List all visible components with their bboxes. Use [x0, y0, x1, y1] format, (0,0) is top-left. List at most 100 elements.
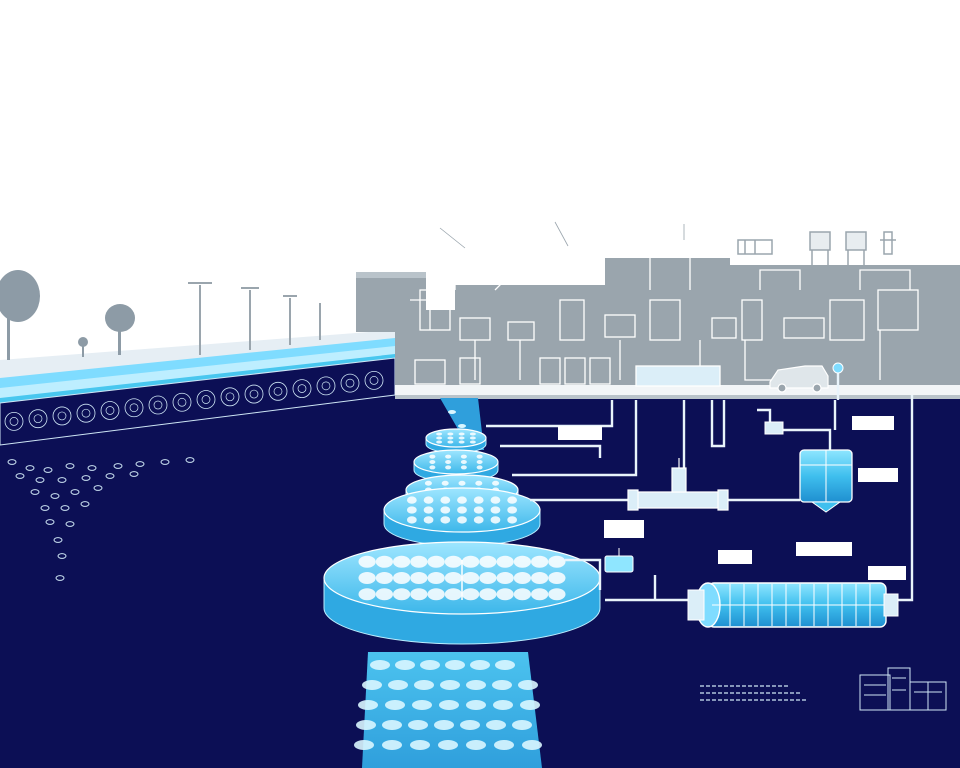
stream-bubble	[414, 680, 434, 690]
stream-bubble	[439, 700, 459, 710]
media-pellet	[531, 555, 549, 568]
soil-swirl	[81, 408, 91, 418]
equipment-box	[741, 299, 763, 341]
media-pellet	[424, 480, 432, 486]
media-pellet	[507, 516, 518, 524]
stream-bubble	[354, 740, 374, 750]
media-pellet	[462, 572, 480, 584]
media-pellet	[462, 555, 480, 568]
media-pellet	[436, 432, 443, 436]
equipment-box	[459, 357, 481, 385]
stream-bubble	[410, 740, 430, 750]
soil-swirl	[364, 370, 384, 390]
soil-swirl	[28, 409, 48, 429]
plant-pipe	[600, 244, 651, 290]
building-icon	[356, 272, 426, 332]
water-drop	[15, 473, 25, 479]
plant-pipe	[410, 299, 431, 330]
stream-bubble	[356, 720, 376, 730]
media-pellet	[458, 436, 465, 440]
media-pellet	[460, 465, 467, 470]
media-pellet	[441, 480, 449, 486]
soil-swirl	[340, 373, 360, 393]
media-pellet	[457, 506, 467, 514]
media-pellet	[427, 588, 445, 601]
media-pellet	[548, 572, 566, 584]
soil-swirl	[268, 381, 288, 401]
water-drop	[113, 463, 123, 469]
label-box-cylinder-1	[718, 550, 752, 564]
media-pellet	[445, 460, 452, 464]
soil-swirl	[177, 397, 187, 407]
water-drop	[60, 505, 70, 511]
stream-bubble	[466, 680, 486, 690]
media-pellet	[457, 516, 467, 524]
stream-bubble	[388, 680, 408, 690]
soil-swirl	[220, 387, 240, 407]
soil-swirl	[345, 378, 355, 388]
media-pellet	[427, 572, 445, 584]
surface-landscape	[0, 330, 396, 581]
media-pellet	[473, 506, 484, 514]
equipment-box	[539, 357, 561, 385]
water-drop	[185, 457, 195, 463]
soil-swirl	[172, 392, 192, 412]
stream-bubble	[448, 410, 456, 414]
soil-swirl	[129, 403, 139, 413]
stream-bubble	[522, 740, 542, 750]
valve-icon	[604, 548, 634, 573]
stream-bubble	[493, 700, 513, 710]
stream-bubble	[494, 740, 514, 750]
media-pellet	[473, 496, 484, 504]
media-pellet	[393, 555, 411, 568]
media-pellet	[507, 506, 518, 514]
building-icon	[880, 231, 896, 255]
disk-top	[413, 449, 499, 475]
disk-top	[425, 428, 487, 448]
water-drop	[57, 553, 67, 559]
water-drop	[35, 477, 45, 483]
filter-cylinder	[687, 582, 899, 628]
media-pellet	[496, 572, 514, 584]
label-box-filter-1	[558, 426, 602, 440]
water-drop	[65, 463, 75, 469]
stream-bubble	[470, 660, 490, 670]
soil-swirl	[244, 384, 264, 404]
stream-bubble	[362, 680, 382, 690]
media-pellet	[429, 465, 436, 470]
soil-swirl	[225, 392, 235, 402]
soil-swirl	[105, 406, 115, 415]
soil-swirl	[57, 411, 67, 421]
equipment-box	[877, 289, 919, 331]
plant-equipment	[410, 244, 919, 387]
media-pellet	[458, 480, 466, 486]
equipment-box	[649, 299, 681, 341]
label-box-cylinder-2	[796, 542, 852, 556]
media-pellet	[410, 555, 428, 568]
stream-bubble	[420, 660, 440, 670]
water-drop	[80, 501, 90, 507]
stream-bubble	[495, 660, 515, 670]
media-pellet	[513, 555, 531, 568]
water-tower-icon	[845, 231, 867, 265]
media-pellet	[460, 454, 467, 459]
label-box-right	[868, 566, 906, 580]
tree-icon	[105, 304, 135, 355]
media-pellet	[469, 432, 476, 436]
infiltration-drops	[7, 457, 195, 581]
storage-tank	[764, 362, 853, 513]
soil-swirl	[292, 379, 312, 398]
media-pellet	[513, 572, 531, 584]
truck-icon	[769, 365, 829, 393]
plant-pipe	[689, 249, 740, 290]
media-pellet	[444, 572, 462, 584]
equipment-box	[829, 299, 865, 341]
equipment-box	[589, 357, 611, 385]
media-pellet	[445, 465, 452, 470]
soil-swirl	[196, 390, 216, 409]
media-pellet	[406, 506, 417, 514]
soil-swirl	[297, 384, 307, 393]
equipment-box	[559, 299, 585, 341]
soil-swirl	[316, 376, 336, 396]
media-pellet	[496, 588, 514, 601]
